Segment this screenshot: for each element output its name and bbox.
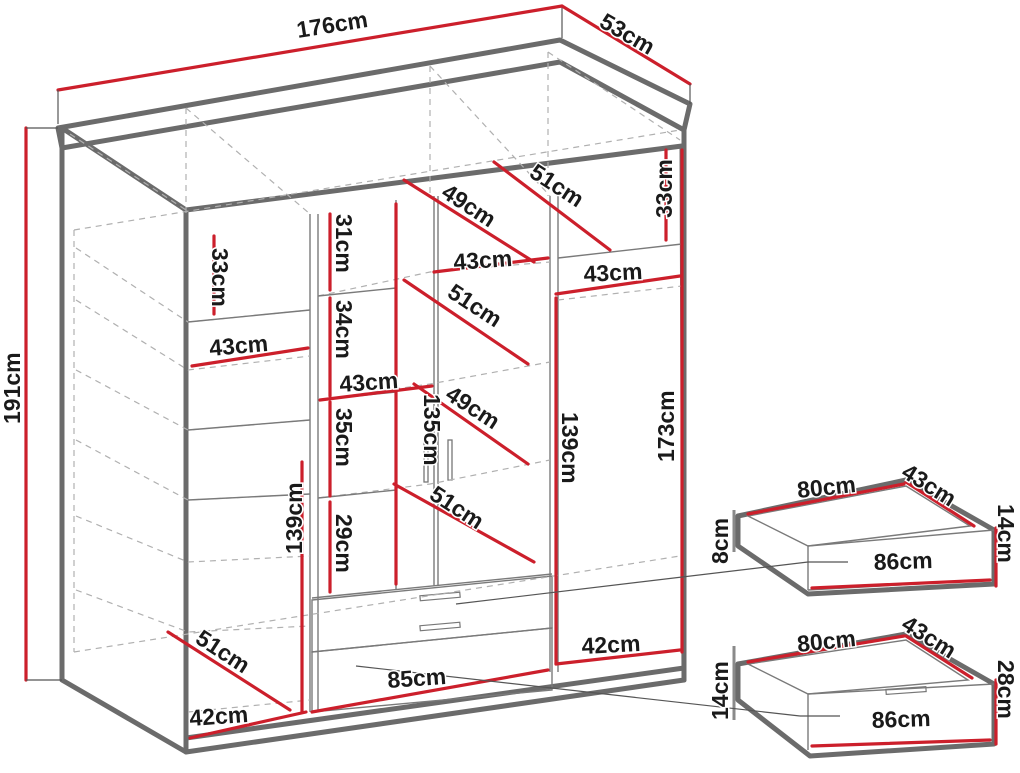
door-handle-right <box>447 439 453 481</box>
label-height-173: 173cm <box>653 390 679 462</box>
label-depth-49-top: 49cm <box>437 178 500 232</box>
drawer-small-outline <box>735 477 997 597</box>
label-depth: 53cm <box>596 8 660 60</box>
label-height: 191cm <box>0 352 25 424</box>
dimension-lines <box>24 4 692 740</box>
dimension-labels: 176cm 53cm 191cm 33cm 43cm 31cm 34cm 35c… <box>0 5 1020 735</box>
drawer-large-outline <box>735 631 997 759</box>
dimline-width <box>56 4 564 92</box>
drawer-small-inner-height-label: 8cm <box>707 518 733 564</box>
drawer-large-width-label: 80cm <box>796 625 857 657</box>
drawer-large-front-height-label: 28cm <box>993 660 1019 719</box>
wardrobe-left-side <box>59 125 189 755</box>
label-height-34: 34cm <box>331 300 357 359</box>
label-width-42-right: 42cm <box>581 630 641 659</box>
drawer-front-large <box>311 627 553 713</box>
label-height-139-right: 139cm <box>557 412 583 484</box>
drawer-small-drawing <box>455 477 998 605</box>
wardrobe-top <box>55 37 693 151</box>
label-height-31: 31cm <box>331 214 357 273</box>
label-shelf-33-right: 33cm <box>651 159 677 218</box>
drawer-small-front-width-label: 86cm <box>873 547 933 575</box>
drawer-large-front-width-label: 86cm <box>871 705 931 733</box>
label-width-85: 85cm <box>387 663 447 693</box>
label-shelf-33-left: 33cm <box>207 248 233 307</box>
label-width-43-mid: 43cm <box>339 367 399 397</box>
label-depth-51-mid: 51cm <box>443 278 506 332</box>
label-height-139-left: 139cm <box>281 482 307 554</box>
wardrobe-drawing <box>55 37 693 755</box>
label-width-43-right: 43cm <box>583 258 643 287</box>
drawer-handle-large <box>419 621 461 632</box>
label-depth-51-top: 51cm <box>525 158 588 212</box>
drawer-small-depth-label: 43cm <box>897 458 961 511</box>
drawer-small-width-label: 80cm <box>796 471 857 503</box>
label-width: 176cm <box>295 6 370 43</box>
label-height-35: 35cm <box>331 408 357 467</box>
label-width-43-left: 43cm <box>208 330 269 361</box>
drawer-handle-small <box>419 591 461 602</box>
label-width-42-left: 42cm <box>189 701 249 731</box>
drawer-large-handle <box>885 685 927 696</box>
drawer-large-drawing <box>355 631 998 759</box>
label-depth-51-bottom: 51cm <box>191 624 254 678</box>
label-depth-51-low: 51cm <box>425 480 488 534</box>
drawer-large-inner-height-label: 14cm <box>707 661 733 720</box>
drawer-small-inner <box>745 485 973 547</box>
dimline-depth <box>560 4 692 86</box>
label-height-135: 135cm <box>419 394 445 466</box>
drawer-large-inner <box>745 639 971 695</box>
drawer-small-front-height-label: 14cm <box>993 504 1019 563</box>
wardrobe-plinth <box>183 665 687 741</box>
label-height-29: 29cm <box>331 514 357 573</box>
door-handle-left <box>423 441 429 483</box>
door-bottom <box>311 573 553 599</box>
label-width-43-mid-top: 43cm <box>453 245 513 275</box>
